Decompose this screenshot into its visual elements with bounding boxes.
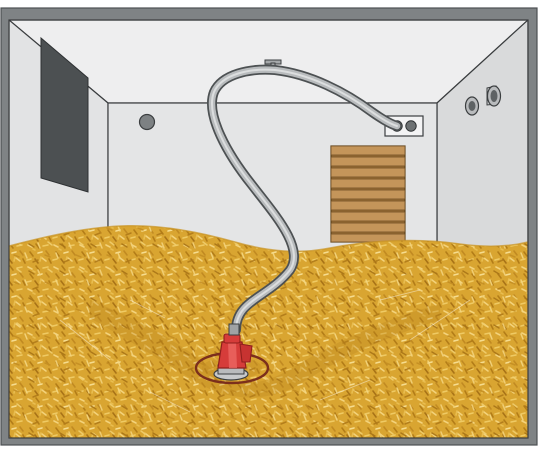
wall-port-round bbox=[140, 115, 155, 130]
grain-pile bbox=[9, 226, 528, 438]
ventilation-grille bbox=[331, 146, 405, 242]
